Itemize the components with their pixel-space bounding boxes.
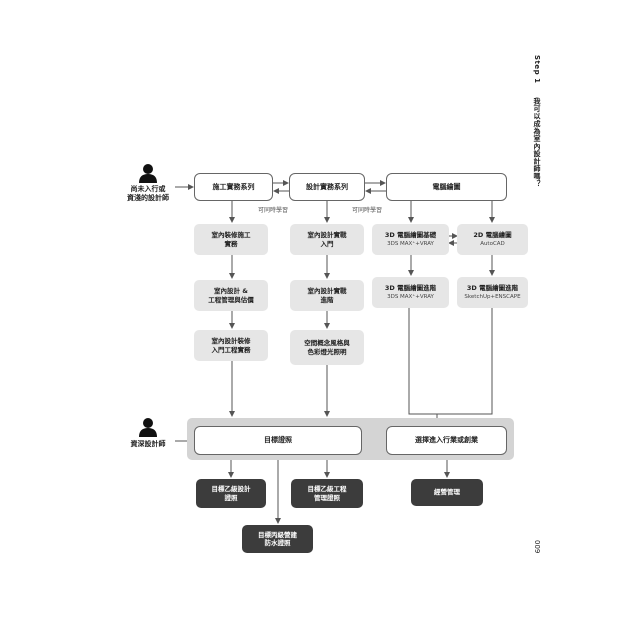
beginner-person-icon [139, 164, 157, 183]
computer-graphics-box: 電腦繪圖 [386, 173, 507, 201]
business-management-box: 經營管理 [411, 479, 483, 506]
construction-step-3: 室內設計裝修 入門工程實務 [194, 330, 268, 361]
design-step-1: 室內設計實戰 入門 [290, 224, 364, 255]
target-license-box: 目標證照 [194, 426, 362, 455]
side-header: Step 1 我可以成為室內設計師嗎？ [532, 55, 542, 187]
3d-basic-title: 3D 電腦繪圖基礎 [384, 231, 437, 239]
parallel-learning-label-1: 可同時學習 [258, 207, 289, 214]
2d-box: 2D 電腦繪圖 AutoCAD [457, 224, 528, 255]
construction-step-1: 室內裝修施工 實務 [194, 224, 268, 255]
3d-adv-max-title: 3D 電腦繪圖進階 [384, 284, 437, 292]
construction-step-2: 室內設計 & 工程管理與估價 [194, 280, 268, 311]
senior-person-icon [139, 418, 157, 437]
parallel-learning-label-2: 可同時學習 [352, 207, 383, 214]
3d-adv-sketchup-box: 3D 電腦繪圖進階 SketchUp+ENSCAPE [457, 277, 528, 308]
career-choice-box: 選擇進入行業或創業 [386, 426, 507, 455]
3d-adv-max-box: 3D 電腦繪圖進階 3DS MAX⁺+VRAY [372, 277, 449, 308]
construction-series-box: 施工實務系列 [194, 173, 273, 201]
3d-adv-sketchup-title: 3D 電腦繪圖進階 [466, 284, 519, 292]
design-step-3: 空間概念風格與 色彩燈光照明 [290, 330, 364, 365]
3d-basic-box: 3D 電腦繪圖基礎 3DS MAX⁺+VRAY [372, 224, 449, 255]
3d-adv-sketchup-sub: SketchUp+ENSCAPE [464, 294, 521, 301]
2d-title: 2D 電腦繪圖 [473, 231, 512, 239]
license-waterproof-c-box: 目標丙級營建 防水證照 [242, 525, 313, 553]
step-label: Step 1 [533, 55, 541, 84]
beginner-role-label: 尚未入行或 資淺的設計師 [127, 185, 169, 203]
question-label: 我可以成為室內設計師嗎？ [533, 97, 541, 188]
3d-basic-sub: 3DS MAX⁺+VRAY [387, 241, 434, 248]
senior-role-label: 資深設計師 [130, 440, 166, 448]
3d-adv-max-sub: 3DS MAX⁺+VRAY [387, 294, 434, 301]
license-engineering-b-box: 目標乙級工程 管理證照 [291, 479, 363, 508]
design-step-2: 室內設計實戰 進階 [290, 280, 364, 311]
license-design-b-box: 目標乙級設計 證照 [196, 479, 266, 508]
page-number: 009 [533, 540, 541, 554]
2d-sub: AutoCAD [480, 241, 505, 248]
design-series-box: 設計實務系列 [289, 173, 365, 201]
